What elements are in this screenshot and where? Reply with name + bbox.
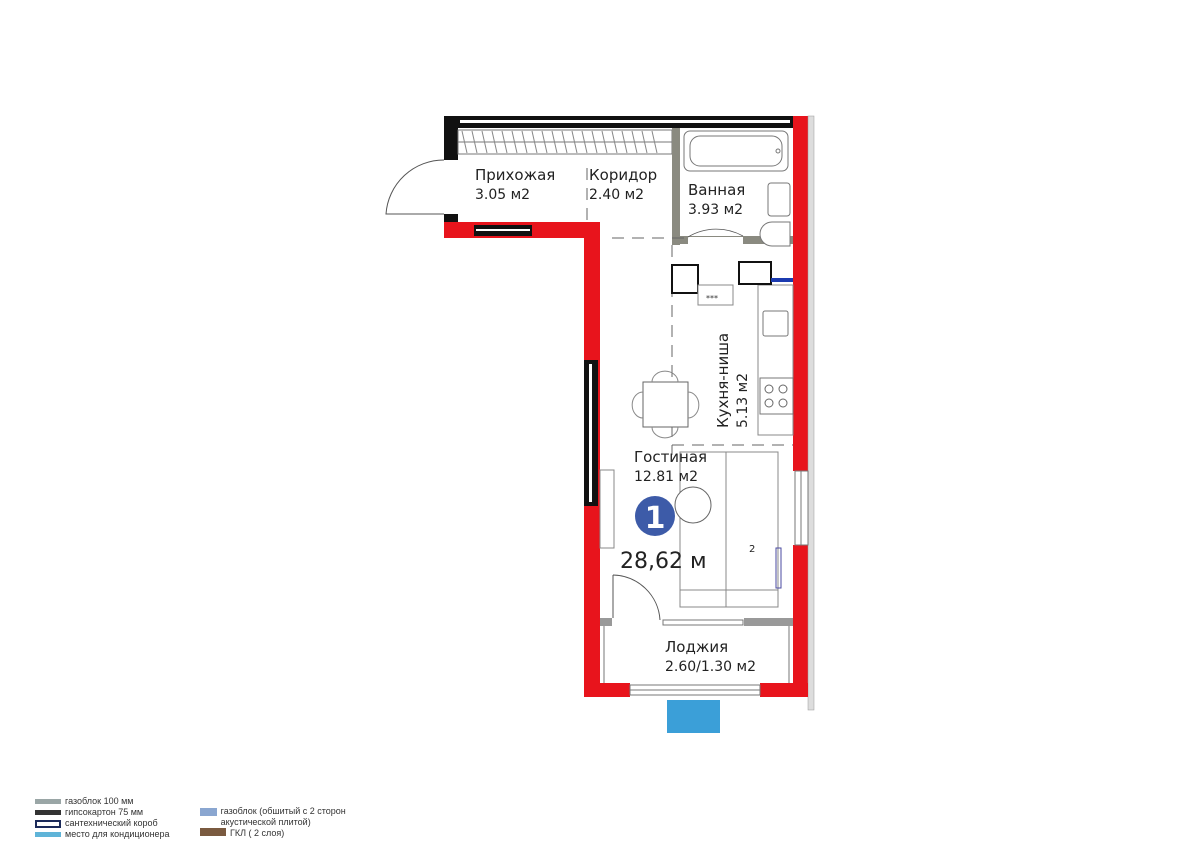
legend-item: ГКЛ ( 2 слоя) (200, 828, 360, 839)
svg-text:***: *** (706, 294, 718, 303)
total-area-sup: 2 (749, 544, 755, 555)
window-loggia (629, 684, 761, 696)
room-name-living: Гостиная (634, 448, 707, 466)
ac-place (667, 700, 720, 733)
legend-item: газоблок (обшитый с 2 сторон акустическо… (200, 806, 360, 828)
legend-right: газоблок (обшитый с 2 сторон акустическо… (200, 806, 360, 839)
room-name-hallway: Прихожая (475, 166, 555, 184)
room-name-corridor: Коридор (589, 166, 657, 184)
sofa (679, 451, 782, 608)
toilet (759, 221, 791, 247)
exterior-wall-left-top (444, 116, 458, 160)
door-loggia (612, 574, 661, 621)
legend-item: сантехнический короб (35, 818, 170, 829)
room-name-bathroom: Ванная (688, 181, 745, 199)
legend-item: место для кондиционера (35, 829, 170, 840)
tv-stand (599, 469, 615, 549)
apartment-badge: 1 (635, 496, 675, 536)
room-name-kitchen: Кухня-ниша (714, 333, 732, 428)
total-area: 28,62 м (620, 549, 707, 574)
kitchen-counter: *** (671, 261, 794, 436)
room-area-bathroom: 3.93 м2 (688, 202, 743, 218)
room-area-living: 12.81 м2 (634, 469, 698, 485)
dining-table (631, 370, 700, 439)
legend-left: газоблок 100 мм гипсокартон 75 мм сантех… (35, 796, 170, 840)
room-area-kitchen: 5.13 м2 (735, 373, 751, 428)
sink-bathroom (767, 182, 791, 217)
svg-text:1: 1 (645, 501, 666, 536)
door-bathroom (687, 228, 744, 238)
svg-text:Прихожая: Прихожая (475, 166, 555, 184)
room-area-loggia: 2.60/1.30 м2 (665, 659, 756, 675)
room-name-loggia: Лоджия (665, 638, 728, 656)
bathtub (683, 130, 789, 172)
wardrobe (457, 129, 673, 155)
room-area-hallway: 3.05 м2 (475, 187, 530, 203)
door-entrance (385, 159, 445, 215)
exterior-wall-right (793, 116, 808, 471)
legend-item: газоблок 100 мм (35, 796, 170, 807)
legend-item: гипсокартон 75 мм (35, 807, 170, 818)
window-right (794, 470, 809, 546)
room-area-corridor: 2.40 м2 (589, 187, 644, 203)
